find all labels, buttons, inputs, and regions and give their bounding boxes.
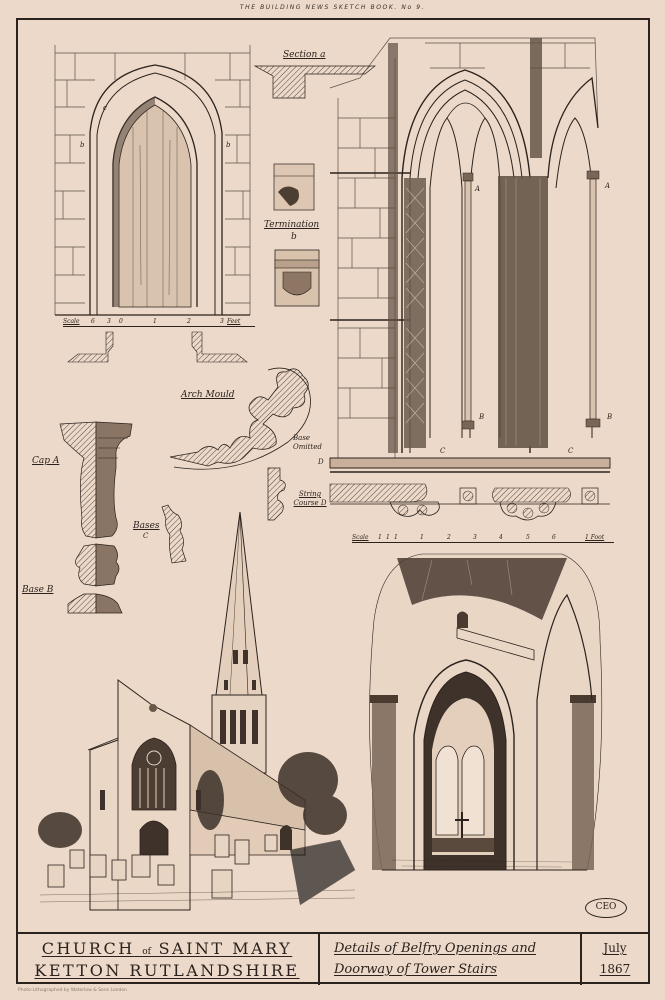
doorway-scale-tick: 2 xyxy=(187,318,191,325)
date-month: July xyxy=(603,941,627,955)
bases-c-profile xyxy=(161,504,187,564)
string-course-d-label: String Course D xyxy=(293,490,327,507)
title-cell-church: CHURCH of SAINT MARY KETTON RUTLANDSHIRE xyxy=(16,934,320,985)
date-year: 1867 xyxy=(599,962,631,976)
window-label-d: D xyxy=(318,458,324,466)
artist-monogram: CEO xyxy=(585,898,627,918)
window-scale-bar: Scale 1 1 1 1 2 3 4 5 6 1 Foot xyxy=(352,534,614,544)
church-interior-sketch xyxy=(369,553,603,871)
publication-header: THE BUILDING NEWS SKETCH BOOK. No 9. xyxy=(239,4,426,11)
title-cell-details: Details of Belfry Openings and Doorway o… xyxy=(320,934,582,985)
details-line2: Doorway of Tower Stairs xyxy=(334,962,497,977)
window-label-c-2: C xyxy=(568,447,574,455)
monogram-text: CEO xyxy=(595,902,617,912)
doorway-scale-tick: 6 xyxy=(91,318,95,325)
window-label-a-2: A xyxy=(605,182,611,190)
termination-label: Termination xyxy=(264,220,320,230)
section-a-drawing xyxy=(253,65,376,99)
string-course-section xyxy=(329,483,610,521)
window-scale-tick: 5 xyxy=(526,534,530,541)
doorway-label-c: c xyxy=(103,104,107,112)
termination-letter: b xyxy=(291,232,297,242)
window-scale-label: Scale xyxy=(352,534,369,541)
window-scale-tick: 1 xyxy=(386,534,390,541)
doorway-scale-tick: 3 xyxy=(107,318,111,325)
window-scale-tick: 4 xyxy=(499,534,503,541)
window-scale-tick: 3 xyxy=(473,534,477,541)
window-scale-tick: 1 xyxy=(394,534,398,541)
doorway-scale-tick: 1 xyxy=(153,318,157,325)
base-b-label: Base B xyxy=(22,585,54,595)
arch-mould-section xyxy=(169,367,311,470)
doorway-scale-unit: Feet xyxy=(227,318,241,325)
church-title-name: SAINT MARY xyxy=(158,939,293,958)
jamb-section-left xyxy=(67,331,114,363)
window-scale-tick: 1 xyxy=(378,534,382,541)
cap-and-base-column xyxy=(59,421,133,614)
doorway-drawing xyxy=(54,45,251,316)
cap-a-label: Cap A xyxy=(32,456,60,466)
window-scale-tick: 6 xyxy=(552,534,556,541)
church-exterior-sketch xyxy=(38,511,356,911)
bases-c-label: Bases xyxy=(133,521,160,531)
plate-frame xyxy=(16,18,650,984)
window-scale-tick: 1 xyxy=(420,534,424,541)
base-omitted-note: Base Omitted xyxy=(293,434,322,451)
termination-lower-drawing xyxy=(274,249,320,307)
bases-c-letter: C xyxy=(143,532,149,540)
title-block: CHURCH of SAINT MARY KETTON RUTLANDSHIRE… xyxy=(16,932,650,985)
doorway-scale-tick: 0 xyxy=(119,318,123,325)
doorway-label-b-left: b xyxy=(80,141,85,149)
window-scale-unit: 1 Foot xyxy=(585,534,605,541)
doorway-scale-label: Scale xyxy=(63,318,80,325)
church-title-word: CHURCH xyxy=(41,939,135,958)
church-title-line1: CHURCH of SAINT MARY xyxy=(16,939,318,958)
church-title-line2: KETTON RUTLANDSHIRE xyxy=(34,961,300,980)
string-course-d-profile xyxy=(267,467,286,521)
jamb-section-right xyxy=(191,331,248,363)
window-label-b-2: B xyxy=(607,413,613,421)
window-label-a-1: A xyxy=(475,185,481,193)
window-scale-tick: 2 xyxy=(447,534,451,541)
lithographer-credit: Photo-Lithographed by Waterlow & Sons Lo… xyxy=(18,988,127,993)
doorway-label-b-right: b xyxy=(226,141,231,149)
details-line1: Details of Belfry Openings and xyxy=(334,941,537,956)
doorway-scale-bar: Scale 6 3 0 1 2 3 Feet xyxy=(63,318,255,328)
window-label-b-1: B xyxy=(479,413,485,421)
belfry-window-elevation xyxy=(329,37,611,473)
termination-upper-drawing xyxy=(273,163,315,211)
church-title-of: of xyxy=(142,947,151,957)
section-a-label: Section a xyxy=(283,50,326,60)
doorway-scale-tick: 3 xyxy=(220,318,224,325)
window-label-c-1: C xyxy=(440,447,446,455)
arch-mould-label: Arch Mould xyxy=(181,390,235,400)
title-cell-date: July 1867 xyxy=(582,934,648,985)
